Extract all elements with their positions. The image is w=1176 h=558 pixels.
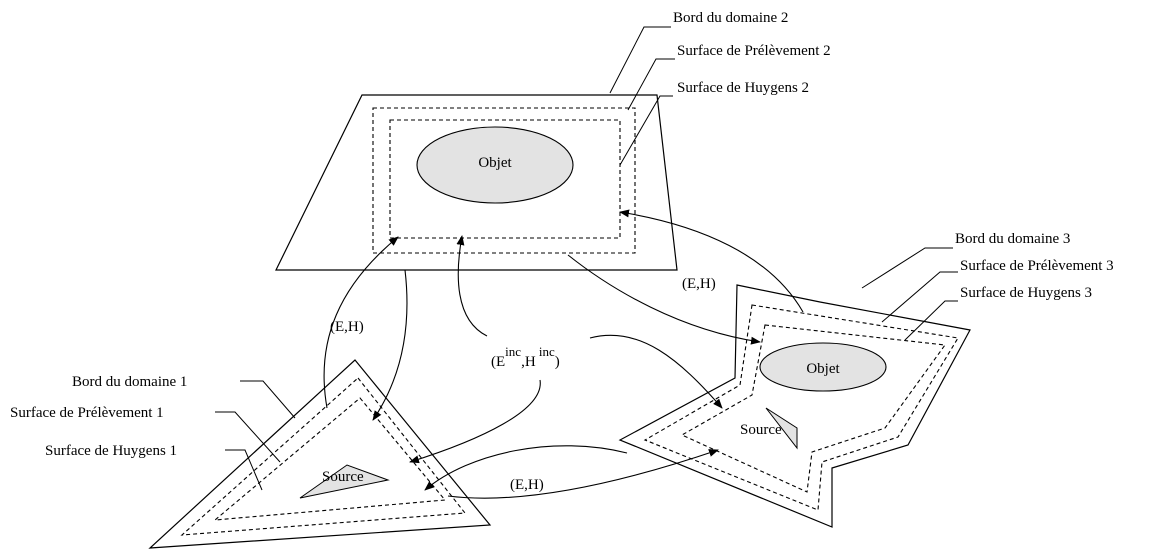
domain-2-object xyxy=(416,126,574,204)
domain-1-border xyxy=(148,359,492,549)
field-arrows xyxy=(323,209,804,499)
labels: Bord du domaine 2 Surface de Prélèvement… xyxy=(10,10,1114,491)
label-border-domain-3: Bord du domaine 3 xyxy=(955,231,1070,247)
field-labels: (E,H) (E,H) (E,H) (Einc,H inc) xyxy=(330,276,716,493)
incident-fields-label: (Einc,H inc) xyxy=(491,344,560,370)
leader-border-domain-3 xyxy=(861,247,953,289)
label-sampling-domain-3: Surface de Prélèvement 3 xyxy=(960,258,1114,274)
arrow-d3-to-d1 xyxy=(424,445,628,491)
domain-3-sampling-surface xyxy=(643,304,959,511)
leader-sampling-domain-3 xyxy=(881,271,958,323)
arrow-d1-to-d3 xyxy=(447,449,719,499)
leader-huygens-domain-3 xyxy=(904,300,958,341)
arrow-inc-to-d2 xyxy=(456,235,488,337)
arrow-d2-to-d3 xyxy=(567,254,761,345)
arrow-d3-to-d2 xyxy=(619,209,804,313)
leader-border-domain-2 xyxy=(609,26,671,94)
domain-2: Objet xyxy=(275,94,678,271)
label-border-domain-1: Bord du domaine 1 xyxy=(72,374,187,390)
label-huygens-domain-3: Surface de Huygens 3 xyxy=(960,285,1092,301)
domain-3-object xyxy=(759,342,887,392)
domain-2-border xyxy=(275,94,678,271)
domain-1-sampling-surface xyxy=(180,377,467,536)
label-huygens-domain-2: Surface de Huygens 2 xyxy=(677,80,809,96)
label-huygens-domain-1: Surface de Huygens 1 xyxy=(45,443,177,459)
domain-3: Objet Source xyxy=(618,284,971,528)
leader-huygens-domain-1 xyxy=(225,449,263,491)
arrow-inc-to-d3 xyxy=(589,334,723,409)
domain-2-object-label: Objet xyxy=(478,155,512,171)
domain-1-source-label: Source xyxy=(322,469,364,485)
arrow-d2-to-d1 xyxy=(372,269,408,421)
domain-3-source-label: Source xyxy=(740,422,782,438)
arrow-d1-to-d2 xyxy=(323,236,399,409)
eh-label-bottom: (E,H) xyxy=(510,477,544,493)
domain-3-source-shape xyxy=(765,407,798,450)
eh-label-right: (E,H) xyxy=(682,276,716,292)
domain-3-border xyxy=(618,284,971,528)
label-border-domain-2: Bord du domaine 2 xyxy=(673,10,788,26)
eh-label-left: (E,H) xyxy=(330,319,364,335)
leader-sampling-domain-2 xyxy=(627,58,675,111)
arrow-inc-to-d1 xyxy=(409,379,541,464)
domain-1: Source xyxy=(148,359,492,549)
leader-huygens-domain-2 xyxy=(619,95,673,166)
leader-border-domain-1 xyxy=(240,380,296,419)
domain-1-huygens-surface xyxy=(213,397,447,521)
domain-3-huygens-surface xyxy=(680,324,946,493)
label-sampling-domain-2: Surface de Prélèvement 2 xyxy=(677,43,831,59)
domain-1-source-shape xyxy=(299,464,390,499)
domain-2-huygens-surface xyxy=(389,119,621,239)
leader-sampling-domain-1 xyxy=(215,411,281,463)
label-sampling-domain-1: Surface de Prélèvement 1 xyxy=(10,405,164,421)
domain-3-object-label: Objet xyxy=(806,361,840,377)
